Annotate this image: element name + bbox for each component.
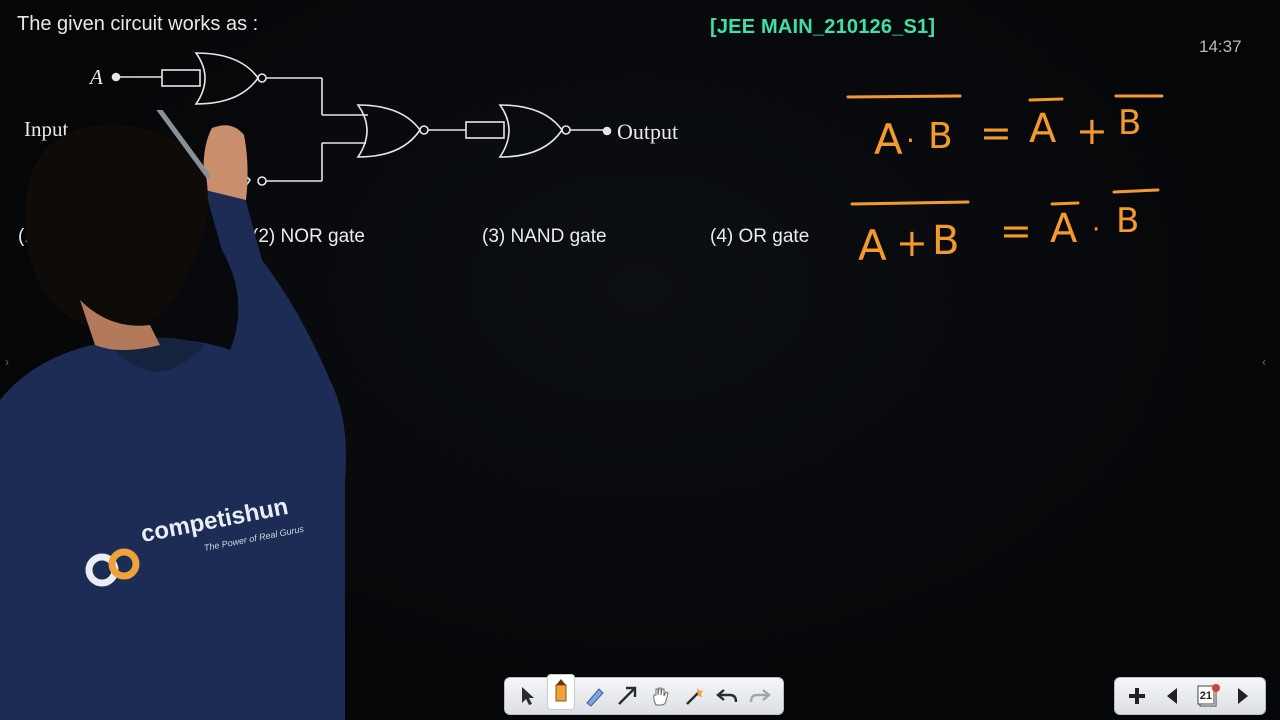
option-2[interactable]: (2) NOR gate <box>252 226 365 247</box>
select-tool-button[interactable] <box>514 681 542 711</box>
hw-l2-rhs-b: B <box>1116 201 1139 241</box>
previous-page-button[interactable] <box>1157 681 1187 711</box>
side-panel-expand-left[interactable]: › <box>5 355 9 369</box>
competishun-logo-icon <box>85 548 140 587</box>
page-indicator[interactable]: 21 <box>1193 681 1223 711</box>
triangle-left-icon <box>1167 688 1178 704</box>
hw-l1-b: B <box>928 116 953 157</box>
side-panel-expand-right[interactable]: ‹ <box>1262 355 1266 369</box>
hw-l2-a: A <box>858 221 887 270</box>
question-text: The given circuit works as : <box>17 13 259 35</box>
hw-l1-eq: = <box>980 111 1012 155</box>
input-label: Input <box>24 117 68 141</box>
highlighter-tool-button[interactable] <box>580 681 608 711</box>
plus-icon <box>1128 688 1145 704</box>
page-navigation: 21 <box>1114 677 1266 715</box>
hw-l1-rhs-a: A <box>1029 106 1057 152</box>
redo-button[interactable] <box>746 681 774 711</box>
hw-l2-plus: + <box>896 221 928 265</box>
hw-l2-eq: = <box>1000 209 1032 253</box>
pencil-icon <box>555 679 567 702</box>
hand-pan-tool-button[interactable] <box>647 681 675 711</box>
highlighter-icon <box>586 688 604 707</box>
redo-icon <box>750 689 772 703</box>
laser-wand-icon <box>686 688 703 705</box>
logic-circuit-diagram: A Input Output <box>24 52 678 203</box>
cursor-arrow-icon <box>521 687 534 705</box>
hw-l1-a: A <box>874 115 903 164</box>
output-label: Output <box>617 119 678 144</box>
option-3[interactable]: (3) NAND gate <box>482 226 607 247</box>
drawing-toolbar <box>504 674 784 715</box>
triangle-right-icon <box>1238 688 1249 704</box>
hw-l2-b: B <box>932 218 959 264</box>
notification-badge <box>1211 684 1220 692</box>
clock: 14:37 <box>1199 37 1242 56</box>
page-stack-icon <box>1197 685 1217 707</box>
hand-icon <box>652 687 669 706</box>
exam-tag: [JEE MAIN_210126_S1] <box>710 16 936 38</box>
undo-icon <box>716 689 738 703</box>
pen-tool-button[interactable] <box>546 674 575 710</box>
add-page-button[interactable] <box>1122 681 1152 711</box>
hw-l1-dot: · <box>906 124 915 157</box>
page-number: 21 <box>1199 690 1212 702</box>
handwritten-de-morgan: A · B = A + B A + B = A · B <box>846 94 1164 270</box>
option-4[interactable]: (4) OR gate <box>710 226 810 247</box>
diagonal-arrow-icon <box>618 686 637 705</box>
input-a-label: A <box>88 65 103 89</box>
next-page-button[interactable] <box>1228 681 1258 711</box>
arrow-line-tool-button[interactable] <box>613 681 641 711</box>
presenter <box>0 110 346 720</box>
undo-button[interactable] <box>713 681 741 711</box>
hw-l1-rhs-b: B <box>1118 103 1141 143</box>
hw-l1-op: + <box>1076 109 1108 153</box>
hw-l2-rhs-a: A <box>1050 206 1078 252</box>
hw-l2-op: · <box>1092 215 1100 245</box>
laser-pointer-tool-button[interactable] <box>680 681 708 711</box>
